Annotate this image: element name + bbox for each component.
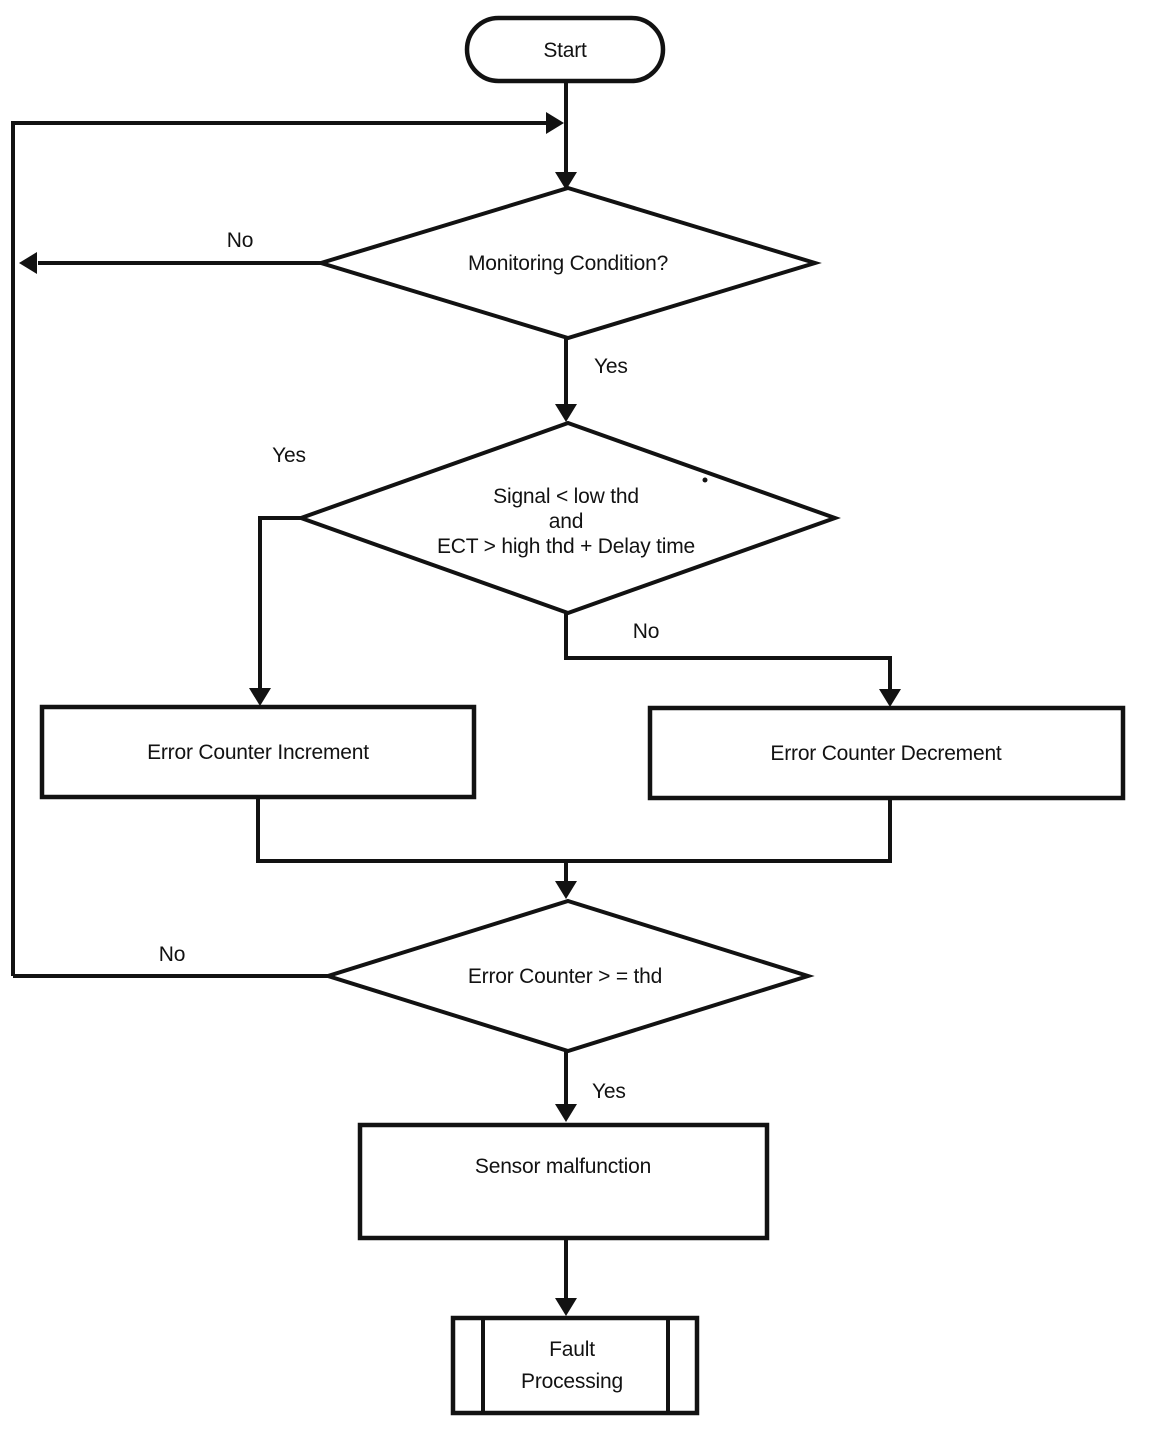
arrowhead bbox=[19, 252, 37, 274]
fault-processing-predefined bbox=[450, 1315, 700, 1416]
error-counter-threshold-label: Error Counter > = thd bbox=[468, 965, 662, 988]
monitoring-condition-decision bbox=[314, 185, 822, 341]
edge-label-threshold-yes: Yes bbox=[592, 1080, 626, 1103]
arrowhead bbox=[555, 404, 577, 422]
signal-check-label-line1: Signal < low thd bbox=[493, 485, 639, 508]
error-counter-decrement-process bbox=[647, 705, 1126, 801]
fault-processing-label-line2: Processing bbox=[521, 1370, 623, 1393]
edge-label-signal-yes: Yes bbox=[272, 444, 306, 467]
edge-label-threshold-no: No bbox=[159, 943, 185, 966]
arrowhead bbox=[249, 688, 271, 706]
start-node bbox=[464, 15, 666, 84]
arrowhead bbox=[546, 112, 564, 134]
arrowhead bbox=[555, 1298, 577, 1316]
arrowhead bbox=[879, 689, 901, 707]
error-counter-increment-process bbox=[39, 704, 477, 800]
edge-label-monitoring-yes: Yes bbox=[594, 355, 628, 378]
sensor-malfunction-label: Sensor malfunction bbox=[475, 1155, 651, 1178]
edge-signal-yes bbox=[258, 516, 301, 689]
signal-check-label-line3: ECT > high thd + Delay time bbox=[437, 535, 695, 558]
arrowhead bbox=[555, 172, 577, 190]
signal-check-decision bbox=[295, 420, 841, 616]
error-counter-increment-label: Error Counter Increment bbox=[147, 741, 369, 764]
start-node-label: Start bbox=[543, 39, 587, 62]
arrowhead bbox=[555, 1104, 577, 1122]
error-counter-decrement-label: Error Counter Decrement bbox=[770, 742, 1002, 765]
arrowhead bbox=[555, 881, 577, 899]
stray-dot bbox=[702, 477, 708, 483]
edge-signal-no bbox=[564, 613, 892, 690]
edge-label-signal-no: No bbox=[633, 620, 659, 643]
edge-label-monitoring-no: No bbox=[227, 229, 253, 252]
monitoring-condition-label: Monitoring Condition? bbox=[468, 252, 668, 275]
fault-processing-label-line1: Fault bbox=[549, 1338, 595, 1361]
signal-check-label-line2: and bbox=[549, 510, 583, 533]
sensor-malfunction-process bbox=[357, 1122, 770, 1241]
error-counter-threshold-decision bbox=[321, 898, 815, 1054]
